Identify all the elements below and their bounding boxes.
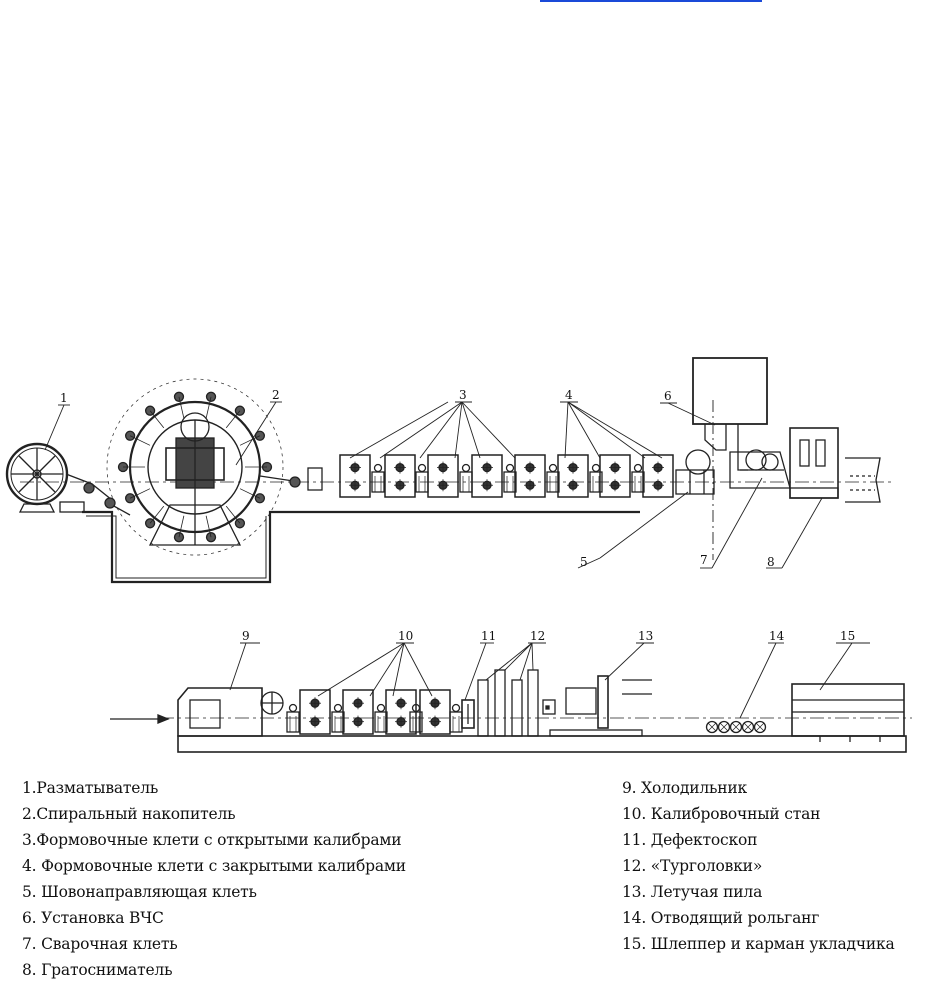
intermediate-stand <box>331 703 345 733</box>
run-out-table <box>705 720 767 734</box>
legend-item-9: 9. Холодильник <box>622 779 747 797</box>
runout-roller <box>717 720 731 734</box>
turk-heads <box>477 669 556 737</box>
intermediate-stand <box>415 463 429 493</box>
accumulator-spoke <box>239 488 261 499</box>
bottom-leader-lines <box>229 642 870 719</box>
legend-item-3: 3.Формовочные клети с открытыми калибрам… <box>22 831 402 849</box>
legend-item-13: 13. Летучая пила <box>622 883 763 901</box>
callout-numbers: 1 2 3 4 6 5 7 8 9 10 11 12 13 14 15 <box>60 388 855 643</box>
legend-item-15: 15. Шлеппер и карман укладчика <box>622 935 895 953</box>
accumulator-spoke <box>205 396 212 419</box>
callout-6: 6 <box>664 389 672 403</box>
top-link-underline <box>540 0 762 2</box>
callout-13: 13 <box>638 629 653 643</box>
callout-5: 5 <box>580 555 588 569</box>
seam-guide-stand <box>675 449 715 495</box>
accumulator-spoke <box>225 505 241 524</box>
callout-14: 14 <box>769 629 785 643</box>
flaw-detector <box>461 699 475 729</box>
intermediate-stand <box>374 703 388 733</box>
closed-pass-stand <box>642 454 674 498</box>
sizing-stand <box>419 689 451 735</box>
callout-3: 3 <box>459 388 467 402</box>
closed-pass-stand <box>557 454 589 498</box>
closed-pass-stand <box>599 454 631 498</box>
legend-item-2: 2.Спиральный накопитель <box>22 805 236 823</box>
intermediate-stand <box>409 703 423 733</box>
bottom-base <box>177 735 907 753</box>
runout-roller <box>741 720 755 734</box>
callout-4: 4 <box>565 388 573 402</box>
legend-item-4: 4. Формовочные клети с закрытыми калибра… <box>22 857 406 875</box>
sizing-stand <box>342 689 374 735</box>
accumulator-spoke <box>225 410 241 429</box>
legend-item-12: 12. «Турголовки» <box>622 857 763 875</box>
forming-stands <box>339 454 674 498</box>
callout-9: 9 <box>242 629 250 643</box>
accumulator-spoke <box>205 515 212 538</box>
cooler <box>177 687 263 737</box>
open-pass-stand <box>427 454 459 498</box>
deburrer <box>789 427 881 503</box>
accumulator-spoke <box>129 435 151 446</box>
sizing-mill-stands <box>286 689 463 735</box>
legend-right: 9. Холодильник 10. Калибровочный стан 11… <box>622 775 895 957</box>
legend-item-1: 1.Разматыватель <box>22 779 159 797</box>
callout-1: 1 <box>60 391 68 405</box>
intermediate-stand <box>631 463 645 493</box>
runout-roller <box>753 720 767 734</box>
intermediate-stand <box>589 463 603 493</box>
stacker-pocket <box>791 683 905 742</box>
sizing-stand <box>299 689 331 735</box>
top-floor <box>82 510 640 584</box>
legend-item-11: 11. Дефектоскоп <box>622 831 758 849</box>
open-pass-stand <box>384 454 416 498</box>
top-pit-inner <box>86 515 267 579</box>
runout-roller <box>705 720 719 734</box>
callout-12: 12 <box>530 629 545 643</box>
entry-guide-rollers <box>83 467 323 509</box>
legend-item-5: 5. Шовонаправляющая клеть <box>22 883 257 901</box>
callout-15: 15 <box>840 629 855 643</box>
flying-saw <box>549 675 652 737</box>
callout-11: 11 <box>481 629 496 643</box>
accumulator-spoke <box>129 488 151 499</box>
accumulator-spoke <box>239 435 261 446</box>
top-line <box>5 357 895 584</box>
legend-item-14: 14. Отводящий рольганг <box>622 909 820 927</box>
open-pass-stand <box>471 454 503 498</box>
callout-10: 10 <box>398 629 413 643</box>
legend-item-6: 6. Установка ВЧС <box>22 909 164 927</box>
intermediate-stand <box>459 463 473 493</box>
accumulator-spoke <box>178 396 185 419</box>
legend-item-7: 7. Сварочная клеть <box>22 935 178 953</box>
legend-item-8: 8. Гратосниматель <box>22 961 173 979</box>
intermediate-stand <box>546 463 560 493</box>
legend-item-10: 10. Калибровочный стан <box>622 805 821 823</box>
accumulator-spoke <box>149 505 165 524</box>
open-pass-stand <box>514 454 546 498</box>
open-pass-stand <box>339 454 371 498</box>
legend-left: 1.Разматыватель 2.Спиральный накопитель … <box>22 775 406 983</box>
production-line-diagram: 1 2 3 4 6 5 7 8 9 10 11 12 13 14 15 <box>5 357 912 753</box>
intermediate-stand <box>503 463 517 493</box>
intermediate-stand <box>371 463 385 493</box>
runout-roller <box>729 720 743 734</box>
callout-2: 2 <box>272 388 280 402</box>
accumulator-spoke <box>149 410 165 429</box>
callout-8: 8 <box>767 555 775 569</box>
spiral-accumulator <box>106 378 301 556</box>
accumulator-rollers <box>117 391 273 543</box>
uncoiler <box>5 442 113 513</box>
callout-7: 7 <box>700 553 708 567</box>
intermediate-stand <box>286 703 300 733</box>
accumulator-spoke <box>178 515 185 538</box>
bottom-line <box>110 642 912 753</box>
top-leader-lines <box>44 401 823 569</box>
